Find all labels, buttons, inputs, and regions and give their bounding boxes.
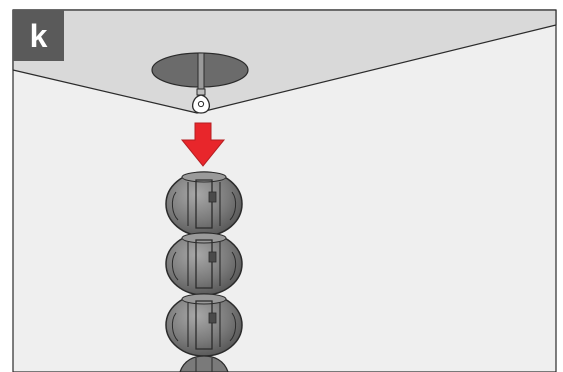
pendant-lamp xyxy=(165,171,243,372)
pendant-lamp-shade xyxy=(165,293,243,357)
ceiling-mount xyxy=(151,52,249,114)
step-badge: k xyxy=(13,10,64,61)
hook-eyelet xyxy=(192,88,210,114)
pendant-lamp-bottom xyxy=(179,355,229,372)
pendant-lamp-shade xyxy=(165,232,243,296)
down-arrow-icon xyxy=(180,122,226,167)
mount-rod xyxy=(197,52,205,92)
pendant-lamp-shade xyxy=(165,171,243,237)
